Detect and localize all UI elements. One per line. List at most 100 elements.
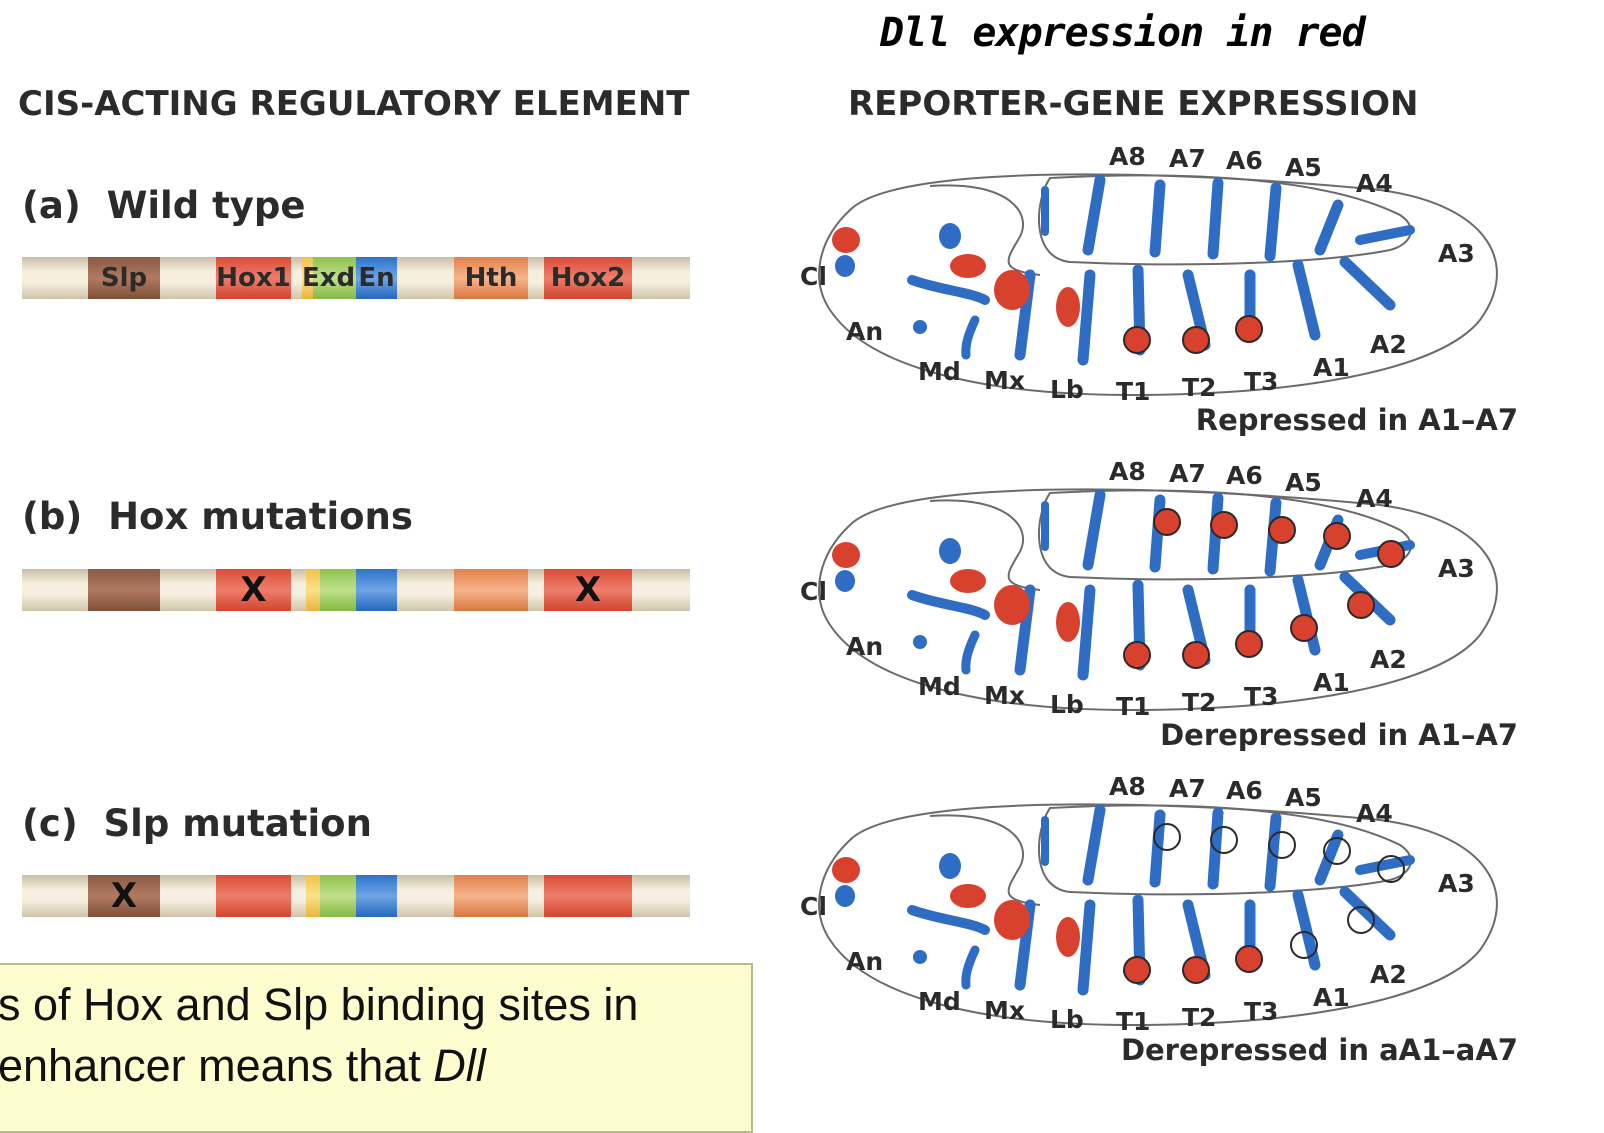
exd-site-left-part (306, 875, 320, 917)
label-a2: A2 (1370, 330, 1407, 359)
head-fold-line (929, 499, 1041, 591)
germ-band-outline (1037, 174, 1412, 266)
label-t3: T3 (1244, 367, 1278, 396)
panel-c-letter: (c) (22, 802, 78, 845)
exd-label: Exd (302, 263, 356, 293)
hox1-mutated-site: X (216, 569, 291, 611)
abdominal-dll-dot (1268, 831, 1296, 859)
ventral-stripe (1077, 584, 1096, 681)
panel-caption: Derepressed in A1–A7 (1160, 718, 1518, 752)
label-a4: A4 (1356, 799, 1393, 828)
label-cl: Cl (800, 262, 827, 291)
label-an: An (846, 317, 883, 346)
panel-b-letter: (b) (22, 495, 83, 538)
enhancer-bar-slp-mutation: X (22, 875, 690, 917)
left-column-heading: CIS-ACTING REGULATORY ELEMENT (18, 84, 690, 124)
abdominal-dll-dot (1377, 540, 1405, 568)
label-a2: A2 (1370, 645, 1407, 674)
label-t2: T2 (1182, 688, 1216, 717)
hox2-binding-site: Hox2 (544, 257, 632, 299)
thoracic-dll-dot (1235, 945, 1263, 973)
label-a7: A7 (1169, 774, 1206, 803)
labial-red-patch (1056, 917, 1080, 957)
maxillary-red-patch (994, 900, 1030, 940)
note-line-2-gene: Dll (433, 1040, 486, 1091)
head-stripe (907, 905, 990, 935)
abdominal-dll-dot (1210, 511, 1238, 539)
mandible-stripe (961, 630, 980, 675)
label-md: Md (918, 672, 961, 701)
label-an: An (846, 632, 883, 661)
head-red-patch (950, 884, 986, 908)
dorsal-stripe (1082, 489, 1106, 571)
dorsal-stripe (1082, 804, 1106, 886)
dorsal-stripe (1314, 829, 1344, 886)
clypeus-blue-patch (835, 570, 855, 592)
head-red-patch (950, 569, 986, 593)
label-cl: Cl (800, 892, 827, 921)
hox2-mutated-site: X (544, 569, 632, 611)
mandible-stripe (961, 945, 980, 990)
hth-binding-site: Hth (454, 257, 528, 299)
thoracic-dll-dot (1123, 956, 1151, 984)
label-cl: Cl (800, 577, 827, 606)
label-md: Md (918, 987, 961, 1016)
thoracic-dll-dot (1182, 956, 1210, 984)
ventral-stripe (1077, 269, 1096, 366)
slp-binding-site (88, 569, 160, 611)
maxillary-red-patch (994, 270, 1030, 310)
antenna-blue-dot (913, 950, 927, 964)
abdominal-dll-dot (1268, 516, 1296, 544)
abdominal-dll-dot (1323, 837, 1351, 865)
label-t1: T1 (1116, 1007, 1150, 1036)
slp-mutated-site: X (88, 875, 160, 917)
label-a1: A1 (1313, 983, 1350, 1012)
abdominal-dll-dot (1290, 614, 1318, 642)
exd-binding-site (320, 875, 356, 917)
label-t3: T3 (1244, 682, 1278, 711)
panel-caption: Derepressed in aA1–aA7 (1121, 1033, 1518, 1067)
ventral-stripe (1339, 256, 1396, 311)
label-lb: Lb (1050, 690, 1084, 719)
figure-title: Dll expression in red (880, 10, 1366, 56)
labial-red-patch (1056, 287, 1080, 327)
panel-b-title: Hox mutations (108, 495, 413, 538)
label-a6: A6 (1226, 146, 1263, 175)
thoracic-dll-dot (1235, 315, 1263, 343)
head-blue-patch (939, 538, 961, 564)
slp-binding-site: Slp (88, 257, 160, 299)
dorsal-stripe (1264, 812, 1282, 892)
label-a5: A5 (1285, 468, 1322, 497)
note-line-1: s of Hox and Slp binding sites in (0, 979, 639, 1030)
note-line-2-text: enhancer means that (0, 1040, 434, 1091)
head-fold-line (929, 814, 1041, 906)
label-a6: A6 (1226, 776, 1263, 805)
label-a3: A3 (1438, 869, 1475, 898)
ventral-stripe (1292, 889, 1321, 971)
label-a4: A4 (1356, 484, 1393, 513)
dorsal-stripe (1082, 174, 1106, 256)
label-an: An (846, 947, 883, 976)
label-mx: Mx (984, 366, 1025, 395)
abdominal-dll-dot (1377, 855, 1405, 883)
panel-a-letter: (a) (22, 184, 81, 227)
label-a4: A4 (1356, 169, 1393, 198)
label-a8: A8 (1109, 142, 1146, 171)
panel-c-label: (c) Slp mutation (22, 802, 372, 845)
label-a7: A7 (1169, 459, 1206, 488)
ventral-stripe (1077, 899, 1096, 996)
label-a8: A8 (1109, 772, 1146, 801)
label-mx: Mx (984, 681, 1025, 710)
head-stripe (907, 590, 990, 620)
exd-site-left-part (306, 569, 320, 611)
abdominal-dll-dot (1323, 522, 1351, 550)
label-t2: T2 (1182, 373, 1216, 402)
thoracic-dll-dot (1235, 630, 1263, 658)
hth-binding-site (454, 569, 528, 611)
label-a1: A1 (1313, 668, 1350, 697)
exd-binding-site: Exd (302, 257, 356, 299)
dorsal-stripe (1314, 199, 1344, 256)
